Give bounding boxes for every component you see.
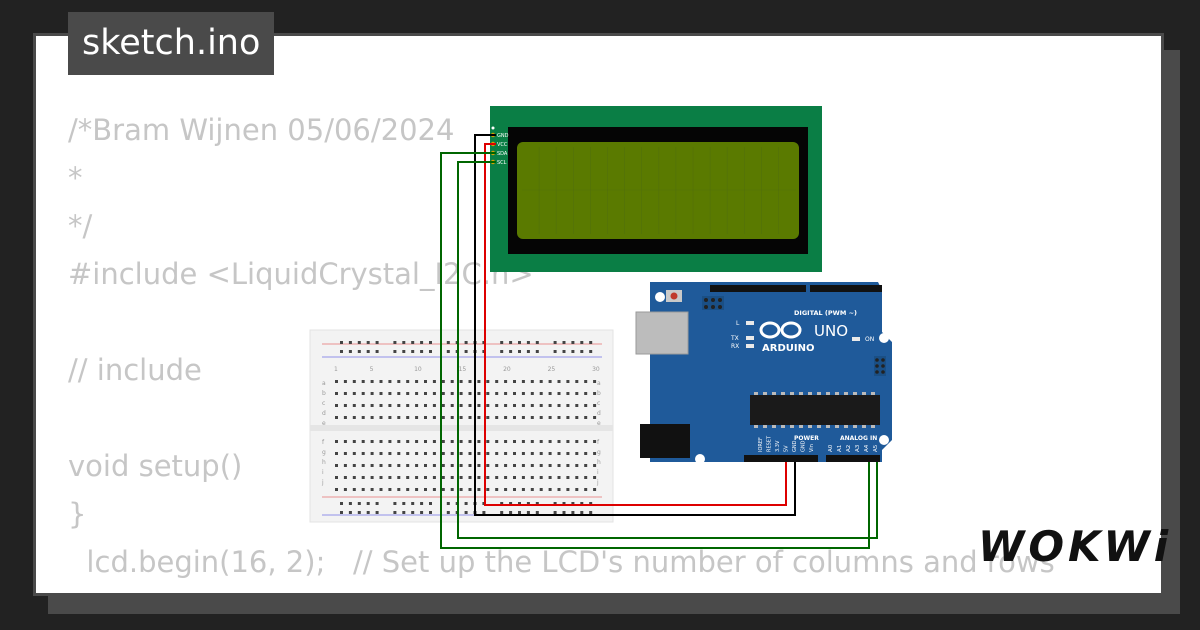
breadboard-row-letter: h: [322, 459, 326, 466]
power-pin-label: IOREF: [758, 437, 764, 452]
power-pin-label: 5V: [784, 445, 790, 452]
breadboard-row-letter: b: [597, 390, 601, 397]
breadboard-row-letter: f: [322, 439, 325, 446]
breadboard-row-letter: b: [322, 390, 326, 397]
breadboard-row-letter: f: [597, 439, 600, 446]
breadboard-row-letter: h: [597, 459, 601, 466]
analog-pin-label: A4: [864, 444, 870, 452]
breadboard-column-number: 10: [414, 366, 422, 373]
wokwi-logo: WOKWi: [978, 522, 1173, 571]
power-pin-label: Vin: [809, 444, 815, 452]
lcd-display: GND VCC SDA SCL: [490, 106, 822, 272]
power-pin-label: RESET: [767, 435, 773, 452]
breadboard-row-letter: d: [322, 410, 326, 417]
breadboard-row-letter: c: [597, 400, 600, 407]
breadboard-column-number: 25: [548, 366, 556, 373]
power-pin-label: GND: [801, 440, 807, 452]
arduino-uno: ARDUINO UNO DIGITAL (PWM ~) POWER ANALOG…: [635, 282, 892, 464]
code-line: lcd.begin(16, 2); // Set up the LCD's nu…: [68, 545, 1055, 579]
l-led-label: L: [736, 320, 740, 327]
rx-led-label: RX: [731, 343, 739, 350]
code-line: */: [68, 209, 93, 243]
power-label: POWER: [794, 435, 819, 442]
code-line: void setup(): [68, 449, 243, 483]
analog-pin-label: A1: [837, 445, 843, 452]
arduino-logo-text: ARDUINO: [762, 343, 814, 354]
analog-label: ANALOG IN: [840, 435, 877, 442]
breadboard-row-letter: g: [597, 449, 601, 456]
analog-pin-label: A2: [846, 445, 852, 452]
sketch-file-title: sketch.ino: [68, 12, 275, 75]
breadboard-row-letter: e: [597, 420, 601, 427]
code-preview: /*Bram Wijnen 05/06/2024 * */ #include <Liq…: [68, 106, 1055, 586]
breadboard-column-number: 15: [459, 366, 467, 373]
breadboard-row-letter: i: [597, 469, 599, 476]
digital-label: DIGITAL (PWM ~): [794, 309, 857, 317]
breadboard-column-number: 30: [592, 366, 600, 373]
breadboard-row-letter: a: [597, 380, 601, 387]
analog-pin-label: A0: [828, 444, 834, 452]
breadboard-row-letter: a: [322, 380, 326, 387]
code-line: #include <LiquidCrystal_I2C.h>: [68, 257, 534, 291]
breadboard-row-letter: d: [597, 410, 601, 417]
breadboard-column-number: 5: [370, 366, 374, 373]
lcd-pin-label: SDA: [497, 151, 508, 157]
code-line: *: [68, 161, 83, 195]
tx-led-label: TX: [730, 335, 739, 342]
code-line: }: [68, 497, 87, 531]
breadboard-row-letter: g: [322, 449, 326, 456]
arduino-model-label: UNO: [814, 322, 848, 340]
breadboard-row-letter: i: [322, 469, 324, 476]
analog-pin-label: A3: [855, 444, 861, 452]
breadboard-column-number: 1: [334, 366, 338, 373]
analog-pin-label: A5: [873, 444, 879, 452]
on-led-label: ON: [865, 336, 874, 343]
breadboard-row-letter: e: [322, 420, 326, 427]
breadboard-column-number: 20: [503, 366, 511, 373]
breadboard-row-letter: j: [321, 479, 324, 486]
breadboard-row-letter: j: [596, 479, 599, 486]
power-pin-label: 3.3V: [775, 440, 781, 452]
wires: [440, 134, 878, 549]
lcd-pin-label: SCL: [497, 160, 507, 166]
lcd-pin-label: GND: [497, 133, 509, 139]
code-line: /*Bram Wijnen 05/06/2024: [68, 113, 455, 147]
lcd-pin-label: VCC: [497, 142, 508, 148]
code-line: // include: [68, 353, 202, 387]
breadboard-row-letter: c: [322, 400, 325, 407]
power-pin-label: GND: [792, 440, 798, 452]
